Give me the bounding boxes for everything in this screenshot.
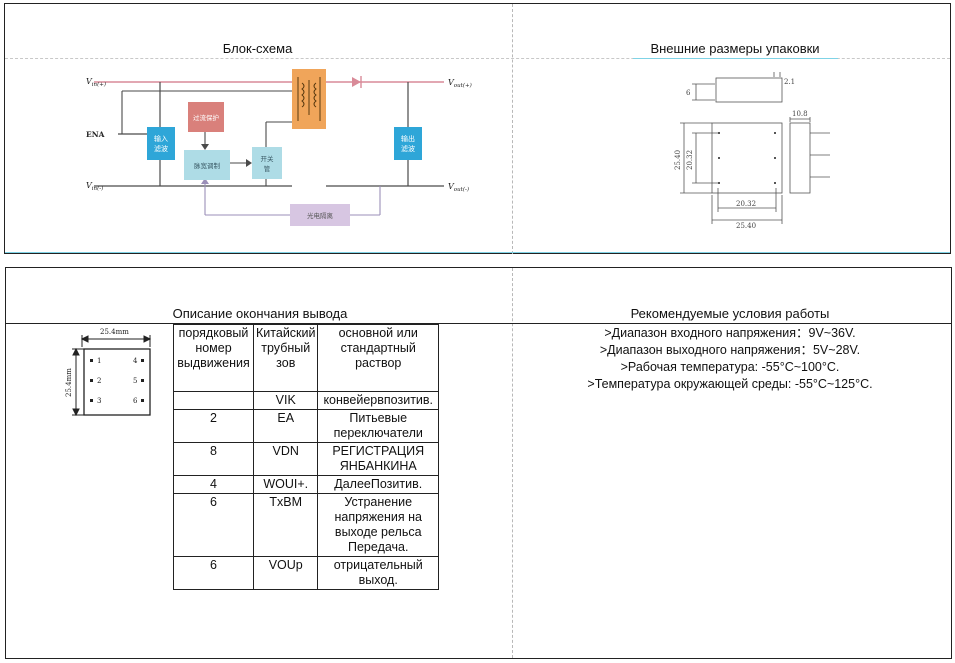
pin-section-title: Описание окончания вывода <box>172 306 348 321</box>
package-title: Внешние размеры упаковки <box>650 41 820 56</box>
condition-output-voltage: >Диапазон выходного напряжения：5V~28V. <box>599 343 861 357</box>
switch-box <box>252 147 282 179</box>
dim-bottom-outer: 25.40 <box>736 222 756 230</box>
output-filter-label: 输出 <box>401 134 415 143</box>
top-header-line <box>5 58 950 59</box>
top-divider <box>512 4 513 254</box>
dim-bottom-inner: 20.32 <box>736 200 756 208</box>
diode-icon <box>352 77 361 87</box>
condition-ambient-temp: >Температура окружающей среды: -55°C~125… <box>587 377 873 391</box>
header-pin-function: основной или стандартный раствор <box>317 324 439 392</box>
table-row: 4 WOUI+. ДалееПозитив. <box>172 475 439 494</box>
svg-text:滤波: 滤波 <box>401 144 415 153</box>
svg-text:管: 管 <box>264 164 271 173</box>
transformer-icon <box>297 77 321 121</box>
dim-left-outer: 25.40 <box>674 150 682 170</box>
package-title-underline <box>633 58 838 59</box>
conditions-title: Рекомендуемые условия работы <box>630 306 830 321</box>
header-pin-number: порядковый номер выдвижения <box>172 324 255 392</box>
feedback-box <box>290 204 350 226</box>
bottom-panel-frame <box>5 267 952 659</box>
block-diagram: 输入 滤波 过流保护 脉宽调制 开关 管 输出 滤波 光电隔离 Vin(+) V… <box>86 69 472 226</box>
feedback-label: 光电隔离 <box>307 211 334 220</box>
header-pin-name: Китайский трубный зов <box>253 324 319 392</box>
dim-pin-gap: 2.1 <box>784 78 795 86</box>
dim-side-width: 10.8 <box>792 110 808 118</box>
switch-label: 开关 <box>261 154 275 163</box>
pin-footprint: 25.4mm 25.4mm 1 2 3 4 5 6 <box>65 328 152 417</box>
svg-text:滤波: 滤波 <box>154 144 168 153</box>
bottom-divider <box>512 268 513 658</box>
table-row: 6 VOUp отрицательный выход. <box>172 556 439 590</box>
pin-table-header: порядковый номер выдвижения Китайский тр… <box>172 324 439 392</box>
footprint-width-label: 25.4mm <box>100 328 129 336</box>
conditions-list: >Диапазон входного напряжения：9V~36V. >Д… <box>540 325 920 393</box>
footprint-height-label: 25.4mm <box>65 368 73 397</box>
overload-label: 过流保护 <box>193 113 219 122</box>
ena-label: ENA <box>86 130 105 139</box>
package-side-view <box>789 122 811 194</box>
table-row: 2 EA Питьевые переключатели <box>172 409 439 443</box>
pwm-label: 脉宽调制 <box>194 161 221 170</box>
package-top-view <box>715 77 783 103</box>
input-filter-box <box>147 127 175 160</box>
table-row: 8 VDN РЕГИСТРАЦИЯ ЯНБАНКИНА <box>172 442 439 476</box>
output-filter-box <box>394 127 422 160</box>
table-row: VIK конвейервпозитив. <box>172 391 439 410</box>
dim-left-inner: 20.32 <box>686 150 694 170</box>
vout-plus-label: Vout(+) <box>448 78 472 89</box>
vin-plus-label: Vin(+) <box>86 77 106 88</box>
block-diagram-title: Блок-схема <box>222 41 293 56</box>
table-row: 6 TxBM Устранение напряжения на выходе р… <box>172 493 439 557</box>
dim-top-height: 6 <box>686 89 691 97</box>
vin-minus-label: Vin(-) <box>86 181 103 192</box>
pin-1-label: 1 <box>97 357 101 365</box>
package-front-view <box>711 122 783 194</box>
vout-minus-label: Vout(-) <box>448 182 469 193</box>
pin-2-label: 2 <box>97 377 101 385</box>
pin-6-label: 6 <box>133 397 138 405</box>
bottom-header-line <box>6 323 951 324</box>
pin-4-label: 4 <box>133 357 138 365</box>
pwm-box <box>184 150 230 180</box>
condition-input-voltage: >Диапазон входного напряжения：9V~36V. <box>604 326 856 340</box>
package-drawing: 6 2.1 10.8 25.40 20.32 20.32 25.40 <box>674 72 830 230</box>
top-bottom-cyan-line <box>5 252 950 253</box>
input-filter-label: 输入 <box>154 134 168 143</box>
pin-3-label: 3 <box>97 397 101 405</box>
footprint-outline <box>83 348 151 416</box>
condition-operating-temp: >Рабочая температура: -55°C~100°C. <box>620 360 840 374</box>
top-panel-frame <box>4 3 951 254</box>
pin-table: порядковый номер выдвижения Китайский тр… <box>172 324 439 590</box>
pin-5-label: 5 <box>133 377 137 385</box>
overload-box <box>188 102 224 132</box>
